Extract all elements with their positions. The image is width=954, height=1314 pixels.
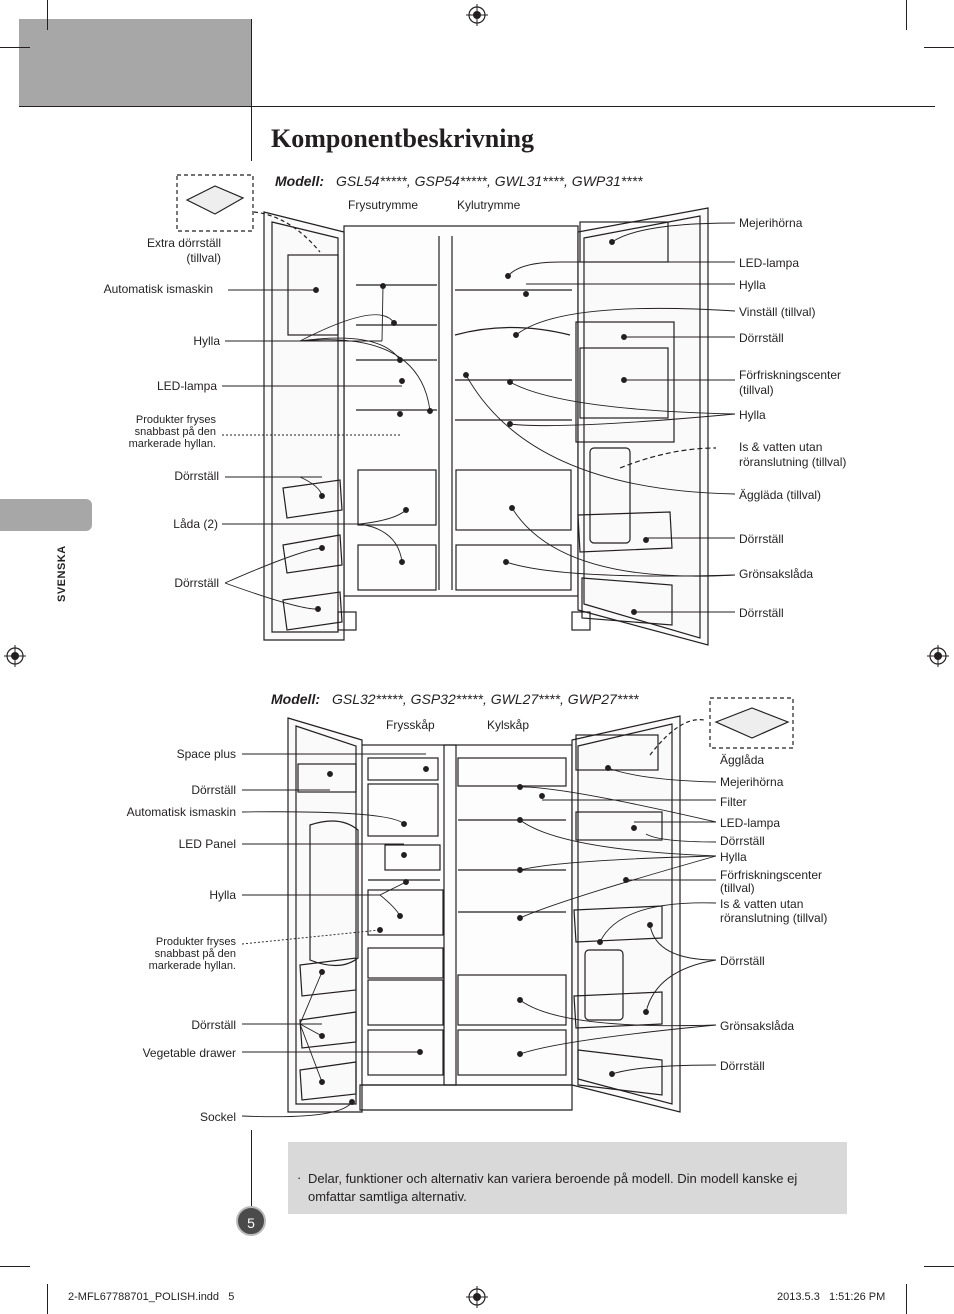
d1-label-ice-maker: Automatisk ismaskin	[103, 282, 213, 296]
d1-label-extra-door-shelf: Extra dörrställ (tillval)	[146, 236, 221, 265]
crop-mark	[0, 47, 30, 48]
d1-label-shelf: Hylla	[193, 334, 220, 348]
footer-timestamp: 2013.5.3 1:51:26 PM	[777, 1291, 886, 1303]
note-text: Delar, funktioner och alternativ kan var…	[308, 1171, 798, 1204]
crop-mark	[906, 1284, 907, 1314]
d2-label-shelf-right: Hylla	[720, 850, 747, 864]
d1-label-drawer: Låda (2)	[173, 517, 218, 531]
d2-label-refreshment-center: Förfriskningscenter (tillval)	[720, 868, 823, 895]
header-divider	[251, 19, 252, 161]
d2-label-door-shelf-right-1: Dörrställ	[720, 834, 765, 848]
diagram1-fridge-title: Kylutrymme	[457, 198, 521, 212]
crop-mark	[924, 47, 954, 48]
header-rule	[19, 106, 935, 107]
d1-label-door-shelf-2: Dörrställ	[174, 576, 219, 590]
d2-label-dairy-corner: Mejerihörna	[720, 775, 784, 789]
d2-label-fast-freeze: Produkter fryses snabbast på den markera…	[148, 936, 236, 972]
d2-label-space-plus: Space plus	[176, 747, 236, 761]
d1-label-led-lamp: LED-lampa	[156, 379, 217, 393]
note-bullet: ·	[297, 1170, 302, 1185]
page-number: 5	[236, 1206, 266, 1236]
d2-label-door-shelf-2: Dörrställ	[191, 1018, 236, 1032]
crop-mark	[924, 1266, 954, 1267]
d1-label-door-shelf-right-2: Dörrställ	[739, 532, 784, 546]
d1-label-door-shelf-right-1: Dörrställ	[739, 331, 784, 345]
d2-label-filter: Filter	[720, 795, 747, 809]
crop-mark	[47, 1284, 48, 1314]
registration-mark-icon	[466, 4, 488, 26]
d1-label-shelf-right: Hylla	[739, 278, 766, 292]
d1-label-vegetable-drawer: Grönsakslåda	[739, 567, 814, 581]
d1-label-door-shelf-right-3: Dörrställ	[739, 606, 784, 620]
d2-label-led-panel: LED Panel	[178, 837, 236, 851]
d2-label-plinth: Sockel	[199, 1110, 236, 1124]
d1-label-plumbing-free: Is & vatten utan röranslutning (tillval)	[739, 440, 847, 469]
d1-label-dairy-corner: Mejerihörna	[739, 216, 803, 230]
d2-label-ice-maker: Automatisk ismaskin	[126, 805, 236, 819]
footer-filename: 2-MFL67788701_POLISH.indd 5	[68, 1291, 235, 1303]
crop-mark	[906, 0, 907, 30]
d2-label-led-lamp: LED-lampa	[720, 816, 781, 830]
crop-mark	[0, 1266, 30, 1267]
d2-label-door-shelf-right-2: Dörrställ	[720, 954, 765, 968]
registration-mark-icon	[927, 645, 949, 667]
diagram1-freezer-title: Frysutrymme	[348, 198, 418, 212]
header-gray-block	[19, 19, 251, 106]
d1-label-egg-box: Äggläda (tillval)	[739, 488, 822, 502]
note-box	[288, 1142, 847, 1214]
d2-label-vegetable-drawer-right: Grönsakslåda	[720, 1019, 795, 1033]
d2-label-door-shelf-1: Dörrställ	[191, 783, 236, 797]
d2-label-egg-box: Ägglåda	[720, 753, 765, 767]
d1-label-wine-rack: Vinställ (tillval)	[739, 305, 816, 319]
d1-label-led-lamp-right: LED-lampa	[739, 256, 800, 270]
d2-label-door-shelf-right-3: Dörrställ	[720, 1059, 765, 1073]
page-title: Komponentbeskrivning	[271, 124, 534, 153]
diagram1-model-line: Modell:GSL54*****, GSP54*****, GWL31****…	[275, 173, 643, 189]
d1-label-door-shelf-1: Dörrställ	[174, 469, 219, 483]
d1-label-fast-freeze: Produkter fryses snabbast på den markera…	[128, 414, 216, 450]
d1-label-shelf-right-2: Hylla	[739, 408, 766, 422]
diagram2-model-line: Modell:GSL32*****, GSP32*****, GWL27****…	[271, 691, 639, 707]
language-tab	[0, 499, 92, 531]
registration-mark-icon	[4, 645, 26, 667]
footer-divider	[251, 1130, 252, 1206]
d2-label-vegetable-drawer: Vegetable drawer	[142, 1046, 236, 1060]
d1-label-refreshment-center: Förfriskningscenter (tillval)	[739, 368, 842, 397]
d2-label-shelf: Hylla	[209, 888, 236, 902]
diagram2-fridge-title: Kylskåp	[487, 718, 530, 732]
diagram2-freezer-title: Frysskåp	[386, 718, 435, 732]
diagram2-fridge-illustration	[241, 697, 794, 1118]
crop-mark	[47, 0, 48, 30]
diagram1-fridge-illustration	[176, 174, 736, 646]
registration-mark-icon	[466, 1286, 488, 1308]
d2-label-plumbing-free: Is & vatten utan röranslutning (tillval)	[720, 897, 828, 925]
